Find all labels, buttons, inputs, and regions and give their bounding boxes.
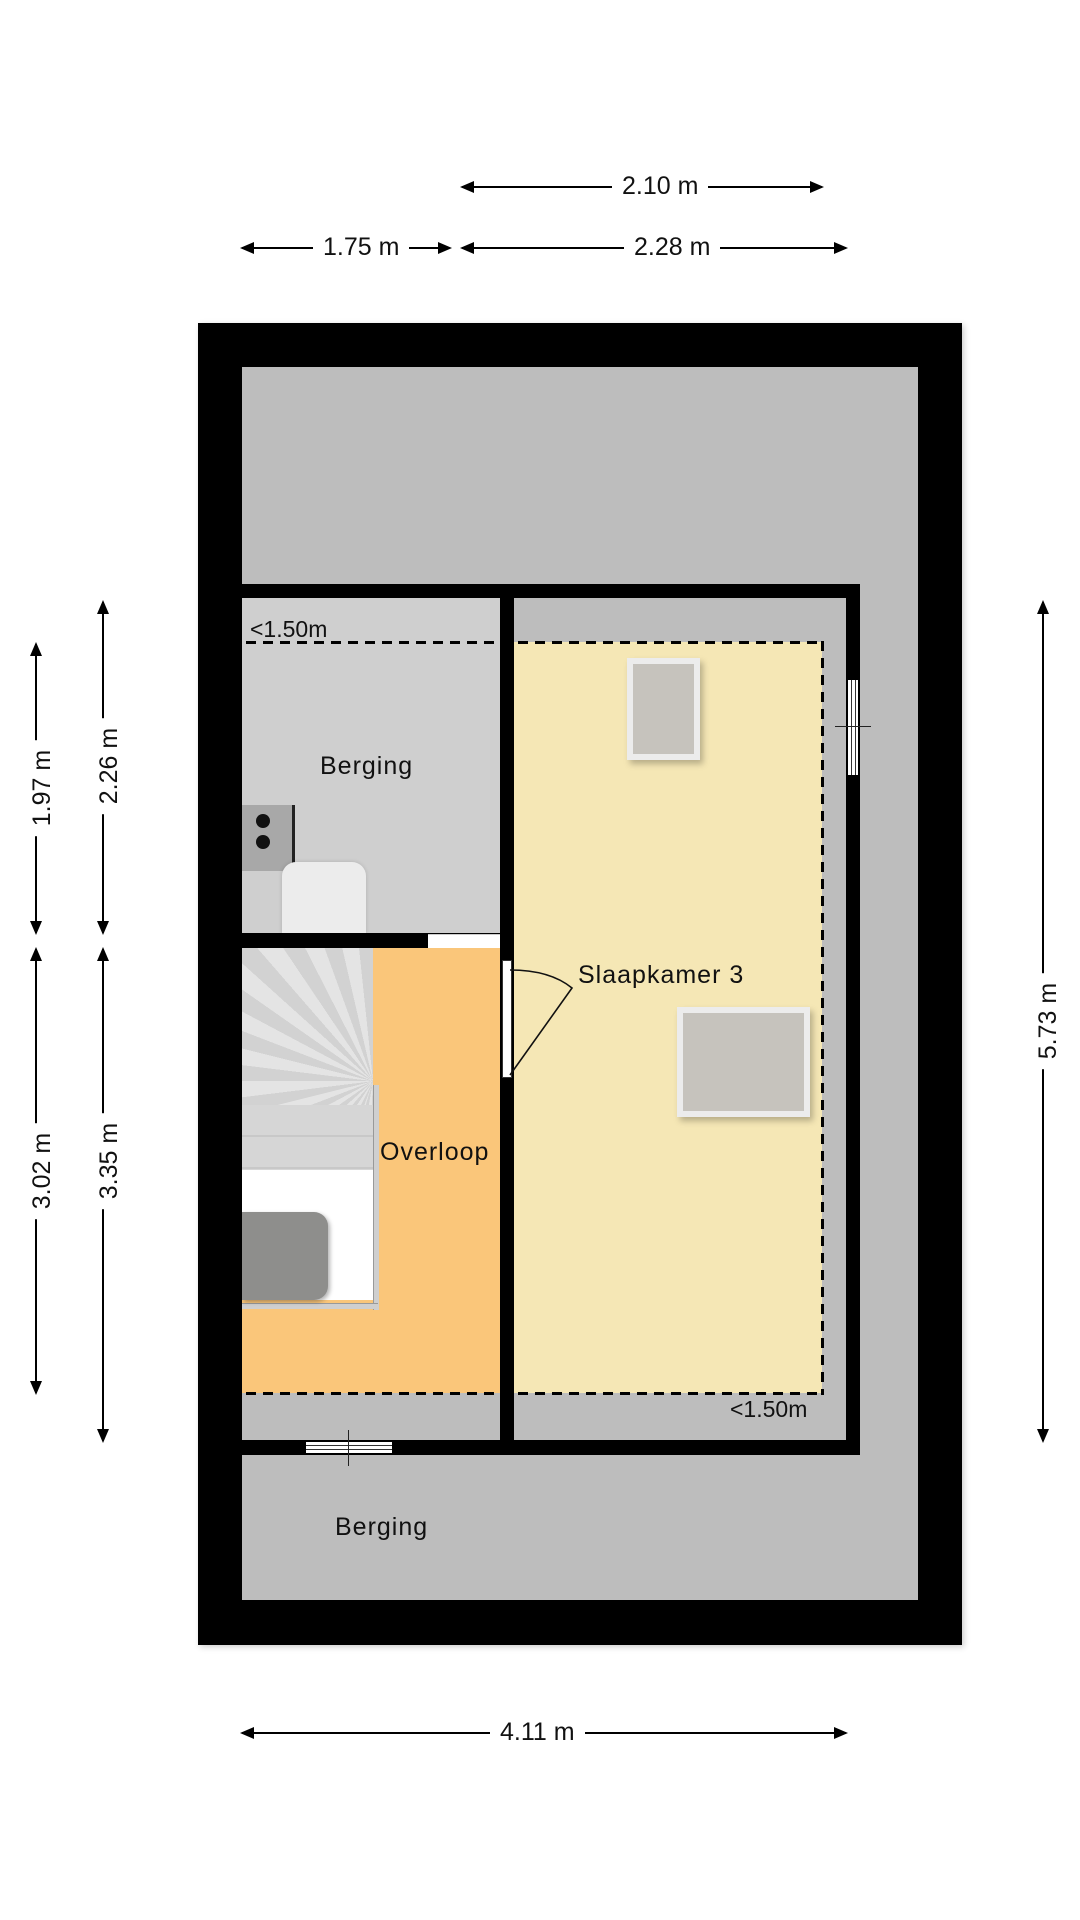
overloop-low-strip: [242, 1393, 500, 1440]
stair-railing-bottom: [242, 1303, 378, 1309]
skylight-icon: [627, 658, 700, 760]
skylight-icon: [677, 1007, 810, 1117]
wall-right-vertical: [846, 584, 860, 1455]
room-label-overloop: Overloop: [380, 1138, 490, 1166]
low-height-line-bottom: [246, 1392, 824, 1395]
dimension-label: 2.10 m: [612, 172, 709, 200]
berging-doorway: [428, 934, 500, 948]
low-height-line-top: [246, 641, 824, 644]
dimension-label: 3.35 m: [95, 1112, 124, 1210]
dimension-label: 2.26 m: [95, 717, 124, 815]
slaapkamer-door[interactable]: [502, 960, 512, 1078]
door-swing-icon: [509, 969, 574, 1076]
dimension-label: 3.02 m: [28, 1122, 57, 1220]
height-note-bottom-right: <1.50m: [730, 1396, 808, 1422]
boiler-icon: [242, 1212, 328, 1300]
room-label-berging-bottom: Berging: [335, 1513, 429, 1541]
stair-railing-icon: [373, 1085, 379, 1310]
sink-icon: [282, 862, 366, 934]
washer-connection-icon: [242, 805, 295, 871]
dimension-label: 4.11 m: [490, 1718, 585, 1746]
wall-lower-horizontal: [242, 1440, 860, 1455]
low-height-line-right: [821, 641, 824, 1395]
staircase-lower-steps: [242, 1105, 373, 1170]
right-window-icon: [848, 680, 858, 775]
room-label-berging-small: Berging: [320, 752, 414, 780]
right-window-sill: [835, 726, 871, 727]
dimension-label: 1.75 m: [313, 233, 410, 261]
bottom-window-sill: [348, 1430, 349, 1466]
wall-upper-horizontal: [242, 584, 860, 598]
dimension-label: 2.28 m: [624, 233, 721, 261]
dimension-label: 1.97 m: [28, 739, 57, 837]
room-label-slaapkamer-3: Slaapkamer 3: [578, 961, 745, 989]
bottom-window-icon: [306, 1442, 392, 1453]
dimension-label: 5.73 m: [1034, 972, 1063, 1070]
height-note-top-left: <1.50m: [250, 616, 328, 642]
